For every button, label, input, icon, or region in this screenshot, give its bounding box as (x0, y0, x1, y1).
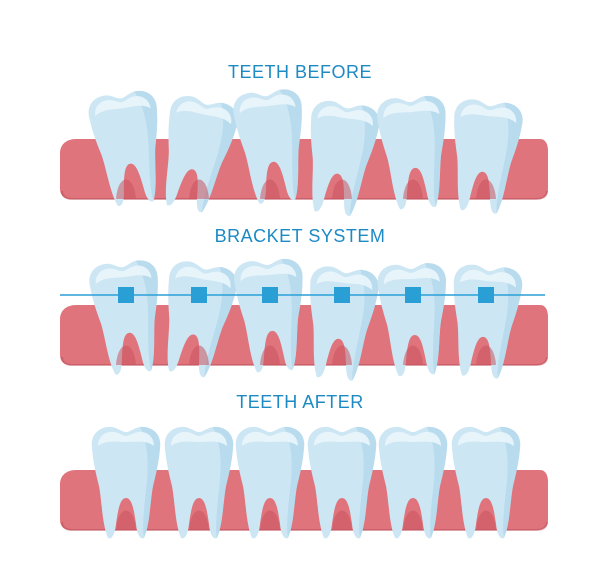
tooth-icon (307, 426, 377, 539)
tooth-icon (91, 426, 161, 539)
tooth-icon (88, 90, 158, 207)
bracket-icon (405, 287, 421, 303)
tooth-icon (451, 426, 521, 539)
bracket-icon (262, 287, 278, 303)
tooth-icon (164, 426, 234, 539)
tooth-icon (234, 258, 303, 373)
tooth-icon (235, 426, 305, 539)
tooth-icon (310, 100, 380, 217)
tooth-icon (233, 89, 302, 204)
tooth-icon (378, 426, 448, 539)
tooth-icon (377, 95, 446, 210)
bracket-icon (118, 287, 134, 303)
teeth-before-title: TEETH BEFORE (227, 62, 372, 82)
tooth-icon (165, 96, 238, 213)
teeth-before-row (60, 89, 548, 217)
bracket-icon (191, 287, 207, 303)
teeth-after-title: TEETH AFTER (236, 392, 364, 412)
bracket-icon (334, 287, 350, 303)
tooth-icon (89, 260, 158, 375)
bracket-icon (478, 287, 494, 303)
tooth-icon (454, 99, 523, 214)
teeth-after-row (60, 426, 548, 539)
bracket-system-row (60, 258, 548, 381)
tooth-icon (377, 263, 446, 377)
bracket-system-title: BRACKET SYSTEM (214, 226, 386, 246)
